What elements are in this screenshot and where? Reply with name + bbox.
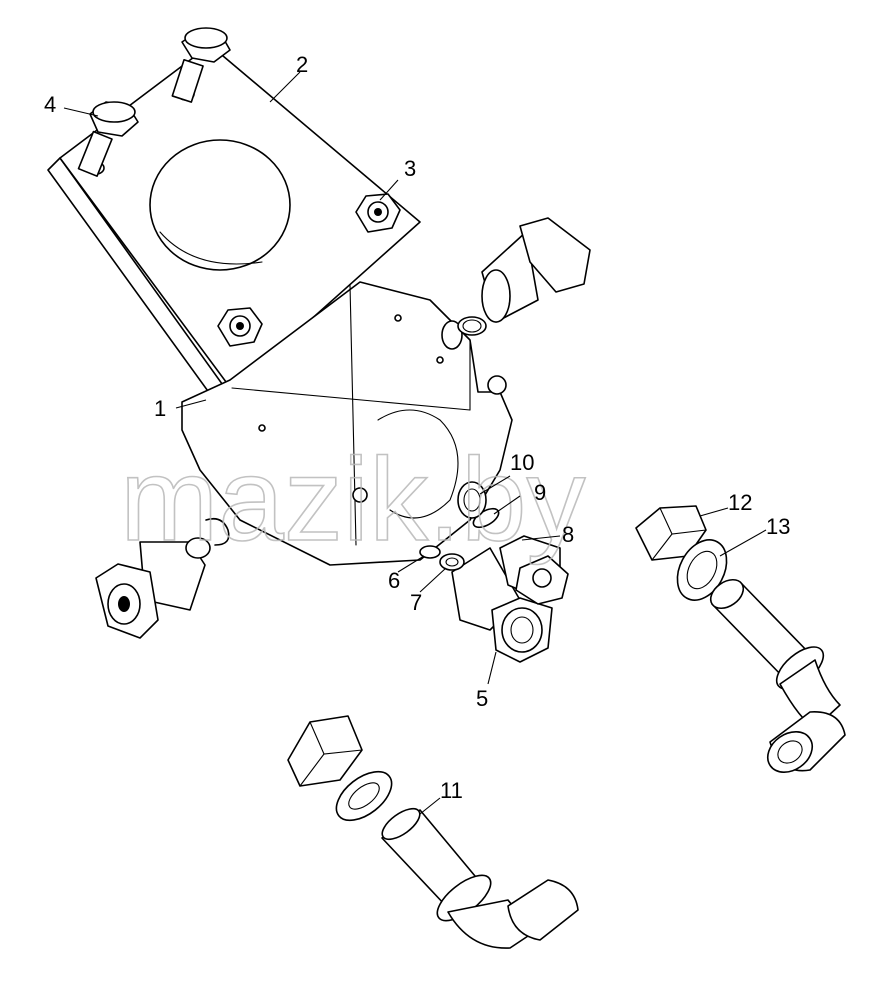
- callout-1: 1: [154, 396, 166, 421]
- nut-11: [287, 715, 363, 787]
- fitting-left: [95, 517, 230, 639]
- callout-3: 3: [404, 156, 416, 181]
- callout-2: 2: [296, 52, 308, 77]
- callout-6: 6: [388, 568, 400, 593]
- fitting-lower-5: [451, 547, 553, 663]
- ring-6: [419, 545, 441, 559]
- nut-12: [635, 505, 707, 561]
- fitting-top-right: [457, 217, 591, 336]
- washer-7: [439, 553, 465, 571]
- washer-13: [676, 539, 728, 601]
- callout-8: 8: [562, 522, 574, 547]
- ring-10: [457, 481, 487, 519]
- watermark-text: mazik.by: [120, 434, 586, 566]
- nut-plate-right: [355, 193, 401, 233]
- callout-13: 13: [766, 514, 790, 539]
- callout-numbers: 1 2 3 4 5 6 7 8 9 10 11 12 13: [44, 52, 790, 803]
- bolt-lower: [77, 101, 139, 177]
- callout-10: 10: [510, 450, 534, 475]
- nut-plate-left: [217, 307, 263, 347]
- washer-11: [335, 770, 393, 822]
- callout-4: 4: [44, 92, 56, 117]
- bolt-upper: [171, 27, 231, 103]
- callout-7: 7: [410, 590, 422, 615]
- elbow-tube-11: [381, 807, 579, 949]
- leader-lines: [63, 71, 767, 815]
- elbow-tube-right: [709, 578, 846, 773]
- callout-12: 12: [728, 490, 752, 515]
- callout-9: 9: [534, 480, 546, 505]
- callout-11: 11: [440, 778, 463, 803]
- valve-body: [181, 281, 513, 566]
- fitting-8: [499, 535, 569, 605]
- callout-5: 5: [476, 686, 488, 711]
